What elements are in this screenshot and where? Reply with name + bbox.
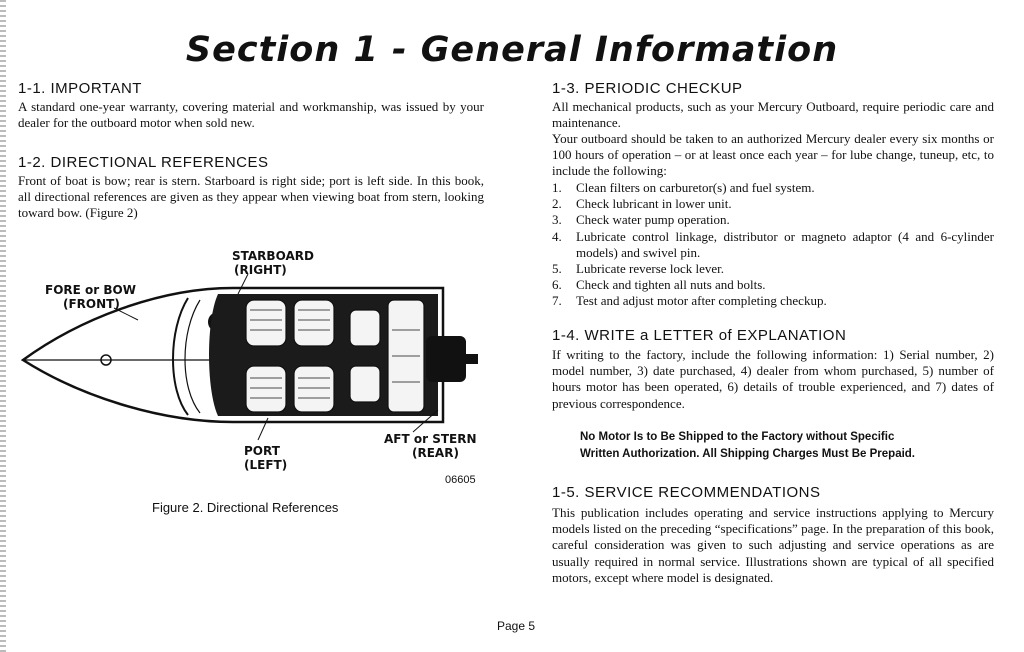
section-1-5-body: This publication includes operating and … xyxy=(552,505,994,585)
label-left: (LEFT) xyxy=(244,458,288,472)
list-item: 7.Test and adjust motor after completing… xyxy=(552,293,827,309)
list-item: 2.Check lubricant in lower unit. xyxy=(552,196,732,212)
section-1-2-heading: 1-2. DIRECTIONAL REFERENCES xyxy=(18,154,269,171)
label-aft-stern: AFT or STERN xyxy=(384,432,477,446)
shipping-notice-line-1: No Motor Is to Be Shipped to the Factory… xyxy=(580,431,895,443)
section-1-3-intro-1: All mechanical products, such as your Me… xyxy=(552,99,994,131)
page-title: Section 1 - General Information xyxy=(185,30,839,70)
section-1-4-body: If writing to the factory, include the f… xyxy=(552,347,994,411)
section-1-5-heading: 1-5. SERVICE RECOMMENDATIONS xyxy=(552,484,821,501)
section-1-2-body: Front of boat is bow; rear is stern. Sta… xyxy=(18,173,484,221)
list-item: 6.Check and tighten all nuts and bolts. xyxy=(552,277,766,293)
section-1-1-heading: 1-1. IMPORTANT xyxy=(18,80,142,97)
shipping-notice-line-2: Written Authorization. All Shipping Char… xyxy=(580,448,916,460)
checkup-list: 1.Clean filters on carburetor(s) and fue… xyxy=(552,180,994,310)
label-right: (RIGHT) xyxy=(234,263,287,277)
section-1-3-heading: 1-3. PERIODIC CHECKUP xyxy=(552,80,743,97)
scan-edge xyxy=(0,0,6,652)
list-item: 4.Lubricate control linkage, distributor… xyxy=(552,228,994,260)
section-1-4-heading: 1-4. WRITE a LETTER of EXPLANATION xyxy=(552,327,847,344)
section-1-1-body: A standard one-year warranty, covering m… xyxy=(18,99,484,131)
list-item: 5.Lubricate reverse lock lever. xyxy=(552,261,724,277)
label-rear: (REAR) xyxy=(412,446,459,460)
page-number: Page 5 xyxy=(497,619,536,633)
list-item: 1.Clean filters on carburetor(s) and fue… xyxy=(552,180,815,195)
section-1-3-intro-2: Your outboard should be taken to an auth… xyxy=(552,131,994,179)
figure-caption: Figure 2. Directional References xyxy=(152,500,339,515)
figure-number: 06605 xyxy=(445,474,476,486)
label-fore-bow: FORE or BOW xyxy=(45,283,136,297)
label-port: PORT xyxy=(244,444,280,458)
list-item: 3.Check water pump operation. xyxy=(552,212,730,228)
label-starboard: STARBOARD xyxy=(232,249,314,263)
label-front: (FRONT) xyxy=(63,297,120,311)
boat-illustration xyxy=(20,273,478,441)
